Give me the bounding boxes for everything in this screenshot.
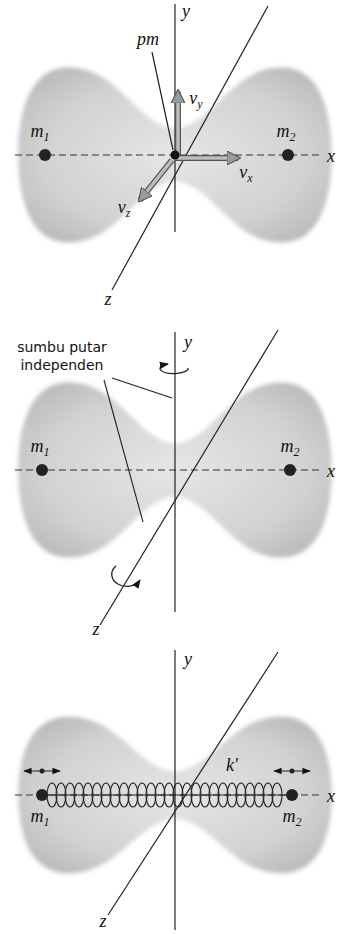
axis-label: x bbox=[327, 147, 335, 167]
axis-label: x bbox=[327, 462, 335, 482]
mass-label: m2 bbox=[281, 437, 300, 459]
axis-label: y bbox=[184, 333, 192, 353]
axis-label: x bbox=[327, 787, 335, 807]
axis-label: y bbox=[182, 2, 190, 22]
panel-1 bbox=[15, 4, 332, 290]
mass-label: m2 bbox=[283, 807, 302, 829]
mass-label: m1 bbox=[31, 437, 50, 459]
velocity-label: vy bbox=[189, 89, 202, 111]
annotation: sumbu putar independen bbox=[6, 339, 118, 374]
panel-2 bbox=[15, 330, 332, 625]
mass-label: m1 bbox=[31, 807, 50, 829]
axis-label: pm bbox=[137, 30, 159, 50]
panel-3 bbox=[15, 650, 332, 930]
velocity-label: vz bbox=[118, 198, 131, 220]
axis-label: y bbox=[184, 650, 192, 670]
mass-label: m1 bbox=[31, 122, 50, 144]
spring-label: k' bbox=[226, 756, 238, 776]
velocity-label: vx bbox=[239, 163, 252, 185]
axis-label: z bbox=[104, 290, 111, 310]
mass-label: m2 bbox=[277, 122, 296, 144]
axis-label: z bbox=[99, 912, 106, 932]
axis-label: z bbox=[92, 620, 99, 640]
